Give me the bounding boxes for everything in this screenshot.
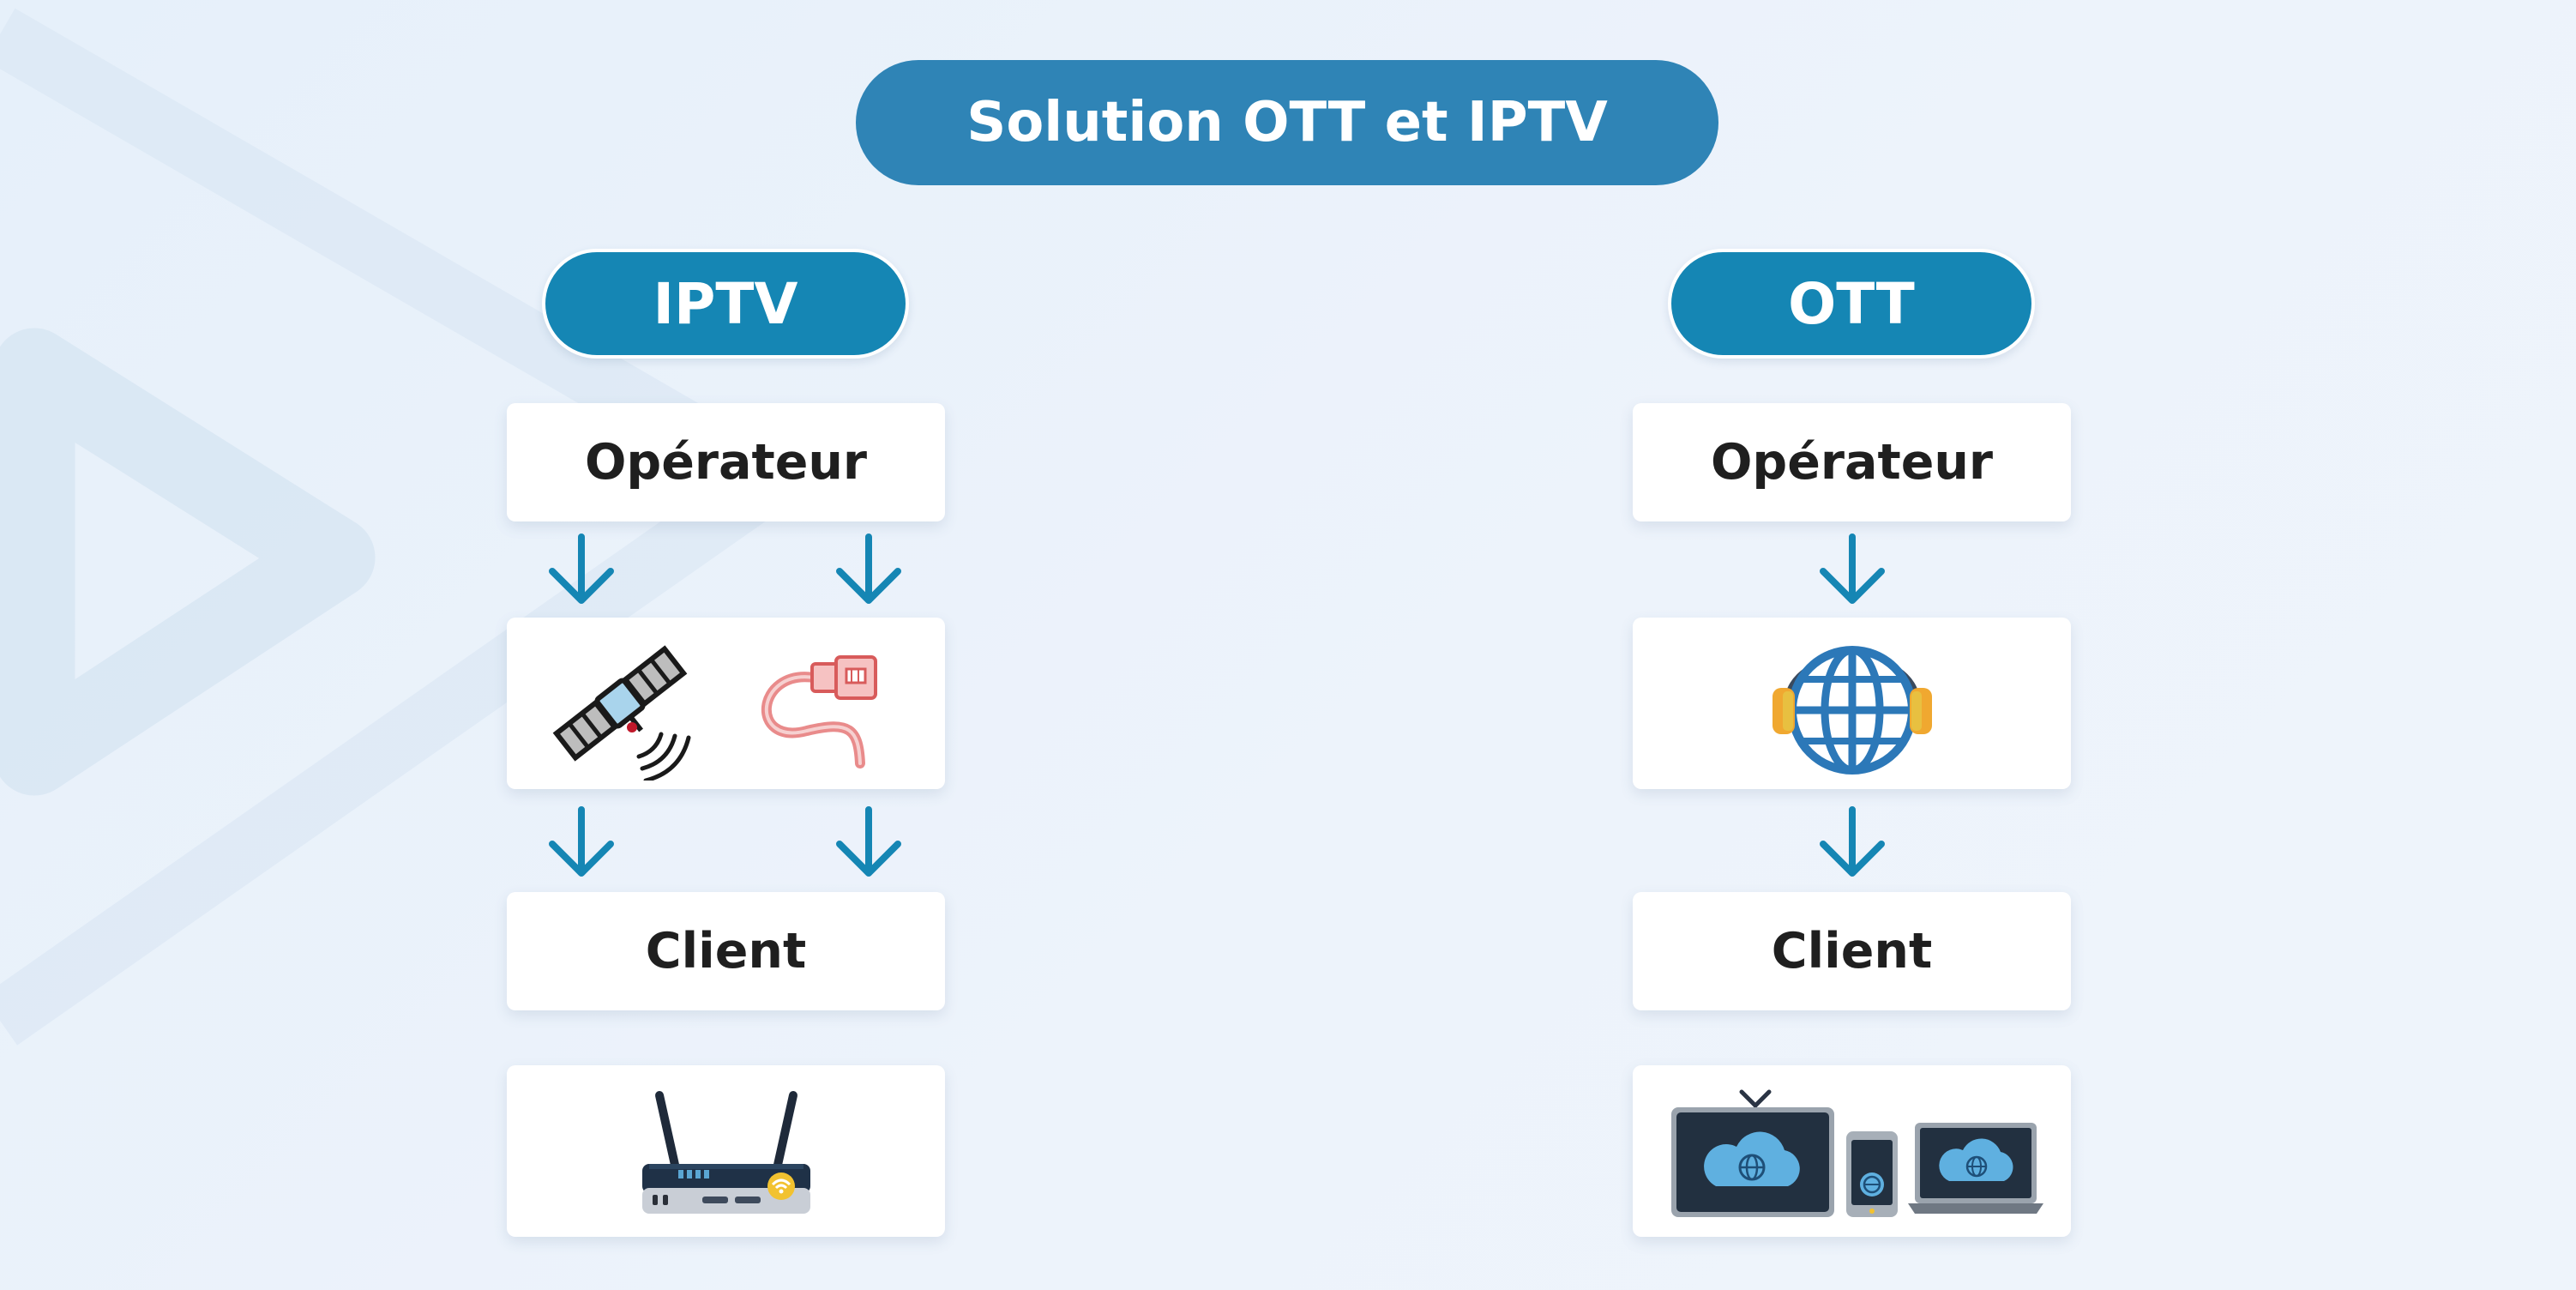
laptop-icon bbox=[1907, 1123, 2043, 1214]
router-icon bbox=[641, 1091, 810, 1214]
ott-operator-box: Opérateur bbox=[1633, 403, 2071, 521]
arrow-down-icon bbox=[547, 806, 616, 880]
arrow-down-icon bbox=[834, 806, 903, 880]
iptv-operator-box: Opérateur bbox=[507, 403, 945, 521]
satellite-icon bbox=[552, 645, 691, 781]
iptv-heading: IPTV bbox=[542, 249, 909, 359]
devices-icon bbox=[1670, 1089, 2043, 1217]
ott-operator-label: Opérateur bbox=[1710, 434, 1994, 491]
tv-icon bbox=[1670, 1089, 1834, 1217]
phone-icon bbox=[1845, 1131, 1898, 1217]
arrow-down-icon bbox=[1818, 806, 1887, 880]
ott-client-box: Client bbox=[1633, 892, 2071, 1010]
ethernet-cable-icon bbox=[761, 655, 877, 769]
iptv-transport-box bbox=[507, 618, 945, 789]
iptv-device-box bbox=[507, 1065, 945, 1237]
arrow-down-icon bbox=[547, 533, 616, 607]
arrow-down-icon bbox=[1818, 533, 1887, 607]
iptv-client-box: Client bbox=[507, 892, 945, 1010]
ott-heading: OTT bbox=[1668, 249, 2035, 359]
ott-client-label: Client bbox=[1771, 923, 1933, 980]
ott-device-box bbox=[1633, 1065, 2071, 1237]
arrow-down-icon bbox=[834, 533, 903, 607]
iptv-operator-label: Opérateur bbox=[584, 434, 868, 491]
ott-transport-box bbox=[1633, 618, 2071, 789]
globe-headphones-icon bbox=[1772, 646, 1932, 775]
diagram-title: Solution OTT et IPTV bbox=[856, 60, 1718, 185]
iptv-client-label: Client bbox=[645, 923, 807, 980]
